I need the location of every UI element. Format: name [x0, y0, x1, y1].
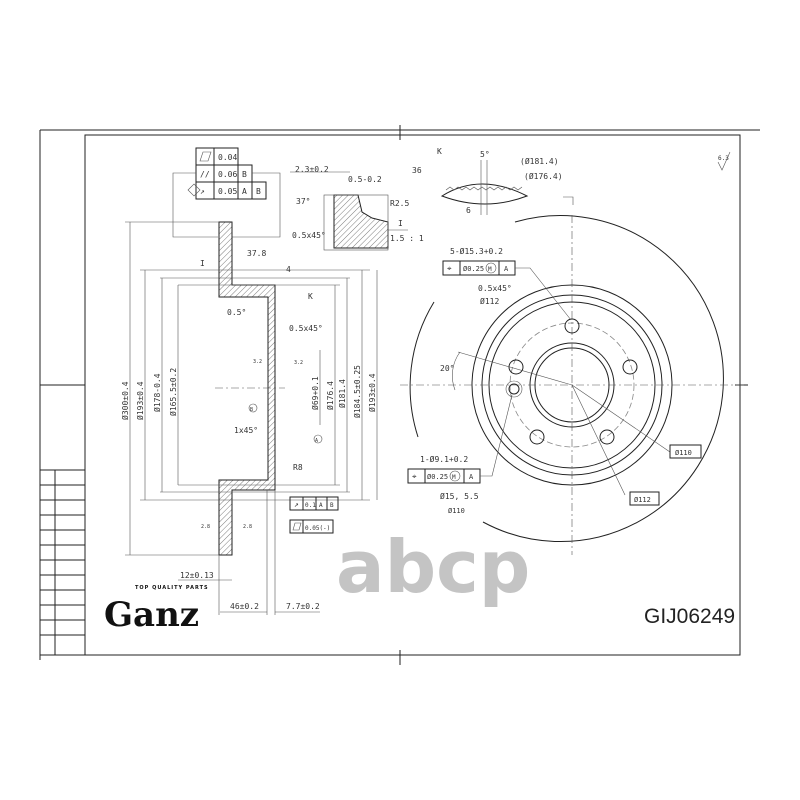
pin-dims: Ø15, 5.5 [440, 491, 479, 501]
dim-d165: Ø165.5±0.2 [168, 368, 178, 416]
dim-angle: 0.5° [227, 308, 246, 317]
detail-k-count: 36 [412, 166, 422, 175]
runout-ref-a: A [242, 187, 247, 196]
pin-hole-spec: 1-Ø9.1+0.2 [420, 454, 468, 464]
parallel-icon: // [200, 170, 210, 179]
runout-ref-a: A [319, 502, 323, 509]
flatness-icon [199, 151, 212, 162]
part-number: GIJ06249 [644, 605, 735, 628]
hole-chamfer: 0.5x45° [478, 284, 512, 293]
flatness-value: 0.04 [218, 153, 237, 162]
datum-diamond-icon [187, 183, 201, 197]
mmc-modifier: M [488, 266, 492, 273]
bolt-holes-spec: 5-Ø15.3+0.2 [450, 246, 503, 256]
runout-frame: ↗ 0.1 A B [289, 496, 339, 511]
tolerance-frame: // ↗ 0.04 0.06 B 0.05 A B [172, 147, 281, 238]
flatness-icon [292, 522, 302, 531]
dim-angle-20: 20° [440, 364, 454, 373]
roughness-3: 2.8 [201, 524, 210, 530]
runout-ref-b: B [256, 187, 261, 196]
view-k-label: K [308, 292, 313, 301]
bolt-circle: Ø112 [480, 296, 499, 306]
detail-i-scale: 1.5 : 1 [390, 234, 424, 243]
dim-radius: R8 [293, 463, 303, 472]
detail-k: K 36 5° (Ø181.4) (Ø176.4) 6 [412, 147, 574, 215]
detail-k-width: 6 [466, 206, 471, 215]
callout-d110: Ø110 [675, 449, 692, 457]
section-view: Ø300±0.4 Ø193±0.4 Ø178-0.4 Ø165.5±0.2 Ø6… [120, 221, 378, 615]
bolt-holes [505, 318, 638, 445]
detail-i-label: I [398, 219, 403, 228]
brand-tagline: TOP QUALITY PARTS [135, 585, 209, 591]
drawing-frame [39, 125, 760, 665]
detail-k-angle: 5° [480, 150, 490, 159]
detail-i-marker: I [200, 259, 205, 268]
roughness-1: 3.2 [253, 359, 262, 365]
dim-step: 4 [286, 265, 291, 274]
dim-d193a: Ø193±0.4 [135, 381, 145, 420]
detail-i-width: 2.3±0.2 [295, 165, 329, 174]
front-view: 20° 5-Ø15.3+0.2 ⌖ Ø0.25 M A 0.5x45° Ø112… [400, 215, 745, 555]
position-icon: ⌖ [447, 264, 452, 273]
dim-hat: 7.7±0.2 [286, 602, 320, 611]
flatness-value: 0.05(-) [305, 525, 330, 532]
datum-a: A [315, 438, 318, 444]
position-frame-pin: ⌖ Ø0.25 M A [407, 468, 481, 484]
dim-d193b: Ø193±0.4 [367, 373, 377, 412]
detail-i-depth: 0.5-0.2 [348, 175, 382, 184]
dim-d300: Ø300±0.4 [120, 381, 130, 420]
detail-i: 2.3±0.2 0.5-0.2 37° R2.5 0.5x45° I 1.5 :… [290, 165, 424, 251]
brand-logo: Ganz [104, 595, 199, 635]
dim-chamfer1: 0.5x45° [289, 324, 323, 333]
dim-d176: Ø176.4 [325, 381, 335, 410]
detail-i-radius: R2.5 [390, 199, 409, 208]
parallel-ref: B [242, 170, 247, 179]
title-block [40, 469, 85, 656]
position-frame-holes: ⌖ Ø0.25 M A [442, 260, 516, 276]
position-icon: ⌖ [412, 472, 417, 481]
runout-icon: ↗ [200, 187, 205, 196]
dim-thickness: 12±0.13 [180, 571, 214, 580]
detail-i-chamfer: 0.5x45° [292, 231, 326, 240]
dim-d178: Ø178-0.4 [152, 373, 162, 412]
runout-value: 0.05 [218, 187, 237, 196]
dim-height: 46±0.2 [230, 602, 259, 611]
flatness-frame: 0.05(-) [289, 519, 334, 534]
roughness-4: 2.8 [243, 524, 252, 530]
dim-d184: Ø184.5±0.25 [352, 365, 362, 418]
pin-tolerance: Ø0.25 [427, 473, 448, 481]
position-ref: A [504, 265, 509, 273]
roughness-2: 3.2 [294, 360, 303, 366]
roughness-symbol: 6.3 [718, 155, 729, 162]
dim-chamfer2: 1x45° [234, 426, 258, 435]
parallel-value: 0.06 [218, 170, 237, 179]
detail-k-d2: (Ø176.4) [524, 171, 563, 181]
pin-mmc-modifier: M [452, 474, 456, 481]
detail-i-angle: 37° [296, 197, 310, 206]
position-tolerance: Ø0.25 [463, 265, 484, 273]
pin-circle: Ø110 [448, 507, 465, 515]
dim-offset: 37.8 [247, 249, 266, 258]
runout-value: 0.1 [305, 502, 316, 509]
runout-icon: ↗ [294, 500, 299, 509]
detail-k-d1: (Ø181.4) [520, 156, 559, 166]
datum-b: B [250, 407, 253, 413]
dim-d69: Ø69+0.1 [310, 376, 320, 410]
pin-ref: A [469, 473, 474, 481]
watermark: abcp [336, 525, 530, 609]
detail-k-label: K [437, 147, 442, 156]
dim-d181: Ø181.4 [337, 379, 347, 408]
runout-ref-b: B [330, 502, 334, 509]
callout-d112: Ø112 [634, 496, 651, 504]
